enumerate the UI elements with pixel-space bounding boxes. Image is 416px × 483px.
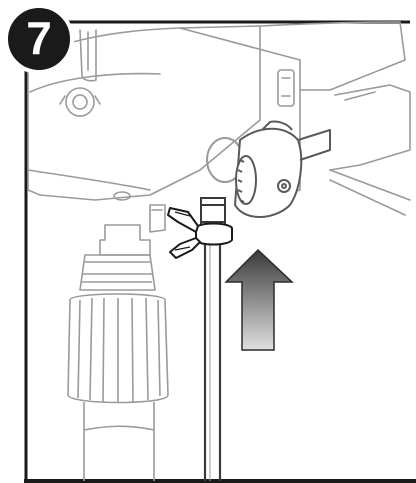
step-number: 7: [26, 12, 52, 64]
up-arrow-icon: [224, 248, 294, 351]
intake-assembly-icon: [67, 224, 169, 481]
step-number-badge: 7: [4, 4, 74, 74]
wing-clamp-icon: [167, 207, 233, 259]
pressure-valve-icon: [206, 120, 331, 218]
